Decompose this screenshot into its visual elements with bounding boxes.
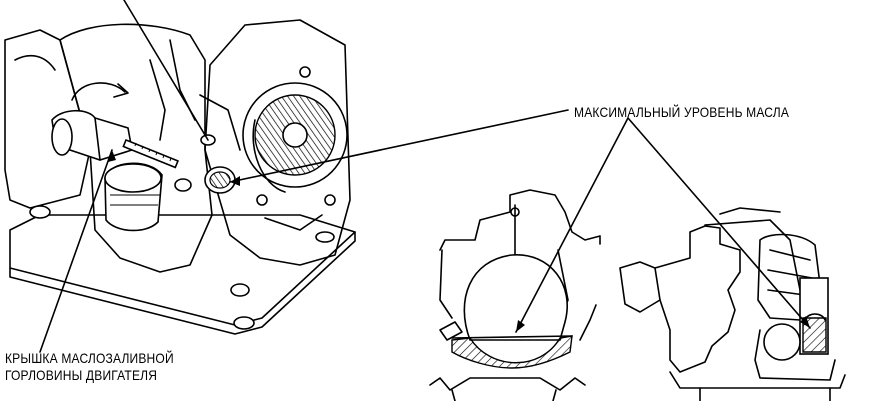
oil-level-plug (174, 134, 236, 194)
oil-filler-neck (104, 162, 163, 232)
engine-front-section (429, 189, 601, 401)
filler-cap-label-line1: КРЫШКА МАСЛОЗАЛИВНОЙ (5, 350, 174, 366)
filler-cap-label-line2: ГОРЛОВИНЫ ДВИГАТЕЛЯ (5, 367, 158, 383)
engine-side-view (619, 207, 846, 401)
oil-filler-cap-dipstick (51, 82, 179, 169)
engine-perspective-illustration (4, 0, 569, 353)
max-oil-level-label: МАКСИМАЛЬНЫЙ УРОВЕНЬ МАСЛА (574, 104, 790, 120)
